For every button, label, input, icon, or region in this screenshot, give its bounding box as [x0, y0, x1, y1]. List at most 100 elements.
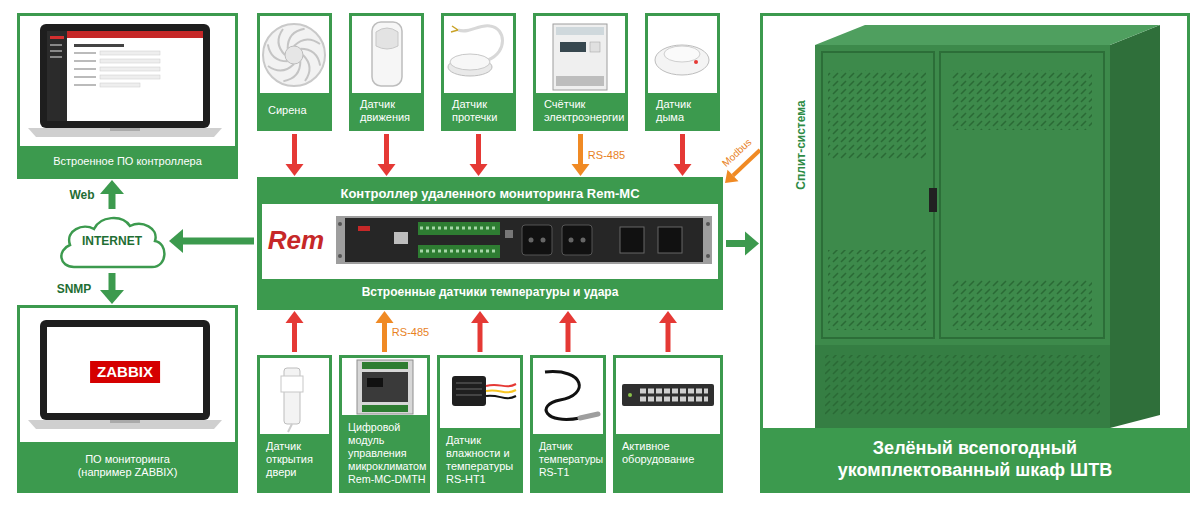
door-sensor-illustration	[288, 424, 292, 432]
node-label: Активное оборудование	[616, 434, 720, 490]
humidity-sensor-illustration	[486, 384, 516, 386]
cabinet-illustration	[940, 52, 1104, 338]
node-label: ПО мониторинга (например ZABBIX)	[20, 442, 235, 490]
cabinet-illustration	[815, 25, 1160, 45]
sensor-card: Активное оборудование	[613, 355, 723, 493]
network-switch-illustration	[628, 393, 632, 397]
controller-device-illustration	[522, 225, 552, 255]
connector-arrow	[659, 311, 677, 352]
climate-module-illustration	[362, 362, 408, 369]
controller-device-illustration	[336, 216, 712, 264]
climate-module-illustration	[357, 360, 413, 414]
controller-device-illustration	[336, 216, 712, 264]
controller-device-illustration	[420, 250, 498, 253]
laptop-illustration	[28, 320, 222, 429]
laptop-illustration	[100, 51, 160, 55]
connector-arrow	[726, 232, 759, 256]
edge-label: SNMP	[57, 282, 92, 296]
edge-label: Web	[69, 188, 94, 202]
climate-module-illustration	[367, 378, 383, 387]
humidity-sensor-illustration	[456, 394, 482, 396]
controller-device-illustration	[569, 238, 574, 243]
climate-module-illustration	[362, 372, 408, 402]
laptop-illustration	[50, 36, 64, 39]
siren-illustration	[283, 26, 306, 49]
humidity-sensor-illustration	[486, 396, 516, 399]
controller-device-illustration	[505, 230, 513, 238]
controller-device-illustration	[358, 226, 370, 231]
node-label: Датчик температуры RS-T1	[533, 434, 603, 490]
connector-shaft	[384, 134, 389, 164]
controller-device-illustration	[541, 238, 546, 243]
connector-arrow	[378, 134, 396, 176]
cabinet-illustration	[828, 70, 926, 160]
energy-meter-illustration	[553, 24, 607, 90]
laptop-illustration	[74, 84, 96, 86]
arrow-head	[674, 164, 692, 176]
controller-device-illustration	[706, 254, 710, 258]
sensor-card: Датчик дыма	[645, 13, 720, 131]
edge-label: RS-485	[392, 325, 429, 338]
laptop-illustration	[100, 67, 160, 71]
smoke-detector-illustration	[655, 45, 709, 75]
connector-arrow	[471, 311, 489, 352]
energy-meter-illustration	[556, 27, 604, 35]
smoke-detector-illustration	[694, 60, 698, 64]
siren-illustration	[263, 24, 325, 86]
connector-arrow	[674, 134, 692, 176]
siren-illustration	[294, 39, 320, 46]
connector-arrow	[169, 229, 254, 253]
node-label: Встроенное ПО контроллера	[20, 146, 235, 176]
smoke-detector-illustration	[655, 45, 709, 75]
arrow-head	[572, 164, 590, 176]
connector-shaft	[292, 323, 297, 352]
connector-arrow	[100, 180, 124, 209]
node-label: Сирена	[260, 93, 329, 128]
connector-shaft	[382, 323, 387, 352]
software-box: Встроенное ПО контроллера	[17, 13, 238, 179]
laptop-illustration	[40, 24, 210, 128]
node-label: Цифровой модуль управления микроклиматом…	[342, 415, 427, 490]
laptop-illustration	[47, 327, 203, 413]
arrow-head	[725, 170, 738, 183]
connector-shaft	[109, 273, 116, 290]
node-label: Встроенные датчики температуры и удара	[262, 279, 718, 305]
laptop-illustration	[28, 420, 222, 429]
humidity-sensor-illustration	[456, 388, 482, 390]
controller-device-illustration	[562, 225, 592, 255]
network-switch-illustration	[640, 397, 708, 402]
arrow-head	[169, 229, 183, 253]
arrow-head	[376, 311, 394, 323]
connector-shaft	[476, 134, 481, 164]
leak-sensor-illustration	[448, 26, 503, 76]
logo-text: ZABBIX	[90, 361, 160, 383]
arrow-head	[100, 180, 124, 194]
arrow-head	[659, 311, 677, 323]
connector-shaft	[109, 194, 116, 209]
node-label: Счётчик электроэнергии	[536, 93, 625, 128]
temperature-probe-illustration	[545, 372, 580, 420]
controller-box: Контроллер удаленного мониторинга Rem-MC…	[257, 177, 723, 310]
energy-meter-illustration	[590, 42, 600, 52]
sensor-card: Датчик движения	[349, 13, 424, 131]
laptop-illustration	[47, 31, 203, 121]
energy-meter-illustration	[553, 24, 607, 90]
connector-arrow	[286, 311, 304, 352]
motion-sensor-illustration	[376, 28, 398, 49]
motion-sensor-illustration	[372, 22, 402, 86]
cabinet-box: Зелёный всепогодный укомплектованный шка…	[760, 13, 1190, 493]
internet-cloud: INTERNET	[56, 212, 168, 270]
laptop-illustration	[74, 60, 96, 62]
connector-shaft	[183, 238, 254, 245]
arrow-head	[471, 311, 489, 323]
humidity-sensor-illustration	[456, 382, 482, 384]
motion-sensor-illustration	[372, 22, 402, 86]
connector-arrow	[572, 134, 590, 176]
brand-logo: Rem	[268, 225, 324, 255]
laptop-illustration	[28, 128, 222, 137]
climate-module-illustration	[357, 360, 413, 414]
temperature-probe-illustration	[580, 414, 598, 418]
cabinet-illustration	[822, 52, 934, 338]
laptop-illustration	[100, 75, 160, 79]
arrow-head	[745, 232, 759, 256]
